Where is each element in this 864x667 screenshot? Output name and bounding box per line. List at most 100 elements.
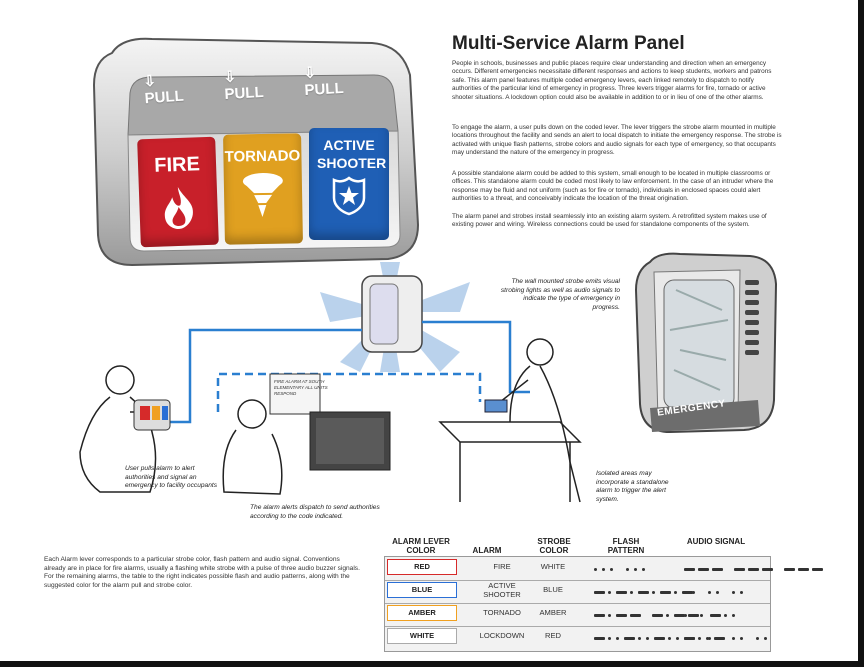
table-explanation: Each Alarm lever corresponds to a partic…: [44, 556, 360, 589]
police-badge-icon: [332, 176, 366, 216]
dot-mark: [732, 614, 735, 618]
dash-mark: [594, 591, 605, 595]
dot-mark: [652, 591, 655, 595]
tornado-icon: [242, 172, 283, 218]
dot-mark: [642, 568, 645, 572]
large-strobe: [634, 252, 778, 434]
monitor-note: FIRE ALARM AT SOUTH ELEMENTARY ALL UNITS…: [274, 379, 328, 396]
dot-mark: [684, 637, 687, 641]
table-row: BLUE ACTIVE SHOOTER BLUE: [384, 579, 769, 602]
dot-mark: [608, 637, 611, 641]
dot-mark: [716, 591, 719, 595]
flash-pattern: [594, 584, 696, 595]
dash-mark: [784, 568, 795, 572]
dot-mark: [684, 591, 687, 595]
alarm-cell: ACTIVE SHOOTER: [483, 581, 521, 599]
dot-mark: [724, 614, 727, 618]
paragraph-engage: To engage the alarm, a user pulls down o…: [452, 124, 782, 157]
header-flash-pattern: FLASH PATTERN: [607, 537, 645, 555]
dash-mark: [630, 614, 641, 618]
dot-mark: [708, 637, 711, 641]
dot-mark: [692, 591, 695, 595]
dot-mark: [700, 614, 703, 618]
lever-color-swatch: RED: [387, 559, 457, 575]
dash-mark: [812, 568, 823, 572]
dash-mark: [684, 637, 695, 641]
fire-lever[interactable]: FIRE: [137, 136, 219, 248]
audio-signal: [684, 561, 826, 572]
monitor-note-screen: [269, 373, 321, 415]
header-alarm: ALARM: [472, 546, 502, 555]
strobe-color-cell: WHITE: [540, 562, 566, 571]
isolated-caption: Isolated areas may incorporate a standal…: [596, 470, 669, 503]
strobe-color-cell: AMBER: [539, 608, 567, 617]
dash-mark: [762, 568, 773, 572]
dash-mark: [712, 568, 723, 572]
alarm-table-rows: RED FIRE WHITE BLUE ACTIVE SHOOTER BLUE AMBER T…: [384, 556, 823, 650]
dash-mark: [734, 568, 745, 572]
dash-mark: [624, 637, 635, 641]
header-audio-signal: AUDIO SIGNAL: [686, 537, 746, 546]
tornado-lever[interactable]: TORNADO: [223, 133, 303, 245]
lever-color-swatch: AMBER: [387, 605, 457, 621]
user-caption: User pulls alarm to alert authorities an…: [125, 465, 217, 490]
dot-mark: [594, 568, 597, 572]
alarm-cell: LOCKDOWN: [479, 631, 525, 640]
flash-pattern: [594, 630, 728, 641]
dot-mark: [630, 591, 633, 595]
audio-signal: [684, 607, 740, 618]
dot-mark: [684, 614, 687, 618]
dash-mark: [710, 614, 721, 618]
dot-mark: [668, 637, 671, 641]
dot-mark: [698, 637, 701, 641]
pull-label-2: ⇩ PULL: [223, 68, 265, 104]
flame-icon: [164, 187, 193, 229]
pull-label-1: ⇩ PULL: [142, 72, 185, 108]
paragraph-intro: People in schools, businesses and public…: [452, 60, 772, 101]
dash-mark: [714, 637, 725, 641]
standalone-alarm: [484, 399, 508, 413]
audio-signal: [684, 630, 772, 641]
dot-mark: [610, 568, 613, 572]
dash-mark: [674, 614, 685, 618]
dash-mark: [660, 591, 671, 595]
dot-mark: [740, 591, 743, 595]
strobe-caption: The wall mounted strobe emits visual str…: [500, 278, 620, 311]
dot-mark: [764, 637, 767, 641]
dash-mark: [616, 591, 627, 595]
isolated-user-figure: [499, 338, 581, 503]
dot-mark: [732, 591, 735, 595]
dash-mark: [654, 637, 665, 641]
dash-mark: [682, 591, 693, 595]
header-lever-color: ALARM LEVER COLOR: [392, 537, 450, 555]
page-title: Multi-Service Alarm Panel: [452, 33, 685, 54]
dot-mark: [676, 637, 679, 641]
dot-mark: [646, 637, 649, 641]
flash-pattern: [594, 561, 650, 572]
dot-mark: [608, 614, 611, 618]
dot-mark: [740, 637, 743, 641]
dash-mark: [594, 614, 605, 618]
strobe-color-cell: BLUE: [543, 585, 563, 594]
dash-mark: [748, 568, 759, 572]
dot-mark: [708, 591, 711, 595]
strobe-color-cell: RED: [544, 631, 562, 640]
dispatcher-figure: [222, 399, 283, 495]
dash-mark: [652, 614, 663, 618]
audio-signal: [684, 584, 748, 595]
dot-mark: [666, 614, 669, 618]
alarm-cell: FIRE: [493, 562, 511, 571]
dash-mark: [638, 591, 649, 595]
dot-mark: [716, 637, 719, 641]
lever-color-swatch: BLUE: [387, 582, 457, 598]
dash-mark: [684, 568, 695, 572]
dot-mark: [608, 591, 611, 595]
alarm-cell: TORNADO: [483, 608, 521, 617]
paragraph-standalone: A possible standalone alarm could be add…: [452, 170, 774, 203]
dash-mark: [616, 614, 627, 618]
active-shooter-lever[interactable]: ACTIVE SHOOTER: [309, 128, 389, 240]
dot-mark: [638, 637, 641, 641]
table-row: AMBER TORNADO AMBER: [384, 602, 769, 625]
dot-mark: [602, 568, 605, 572]
dash-mark: [798, 568, 809, 572]
